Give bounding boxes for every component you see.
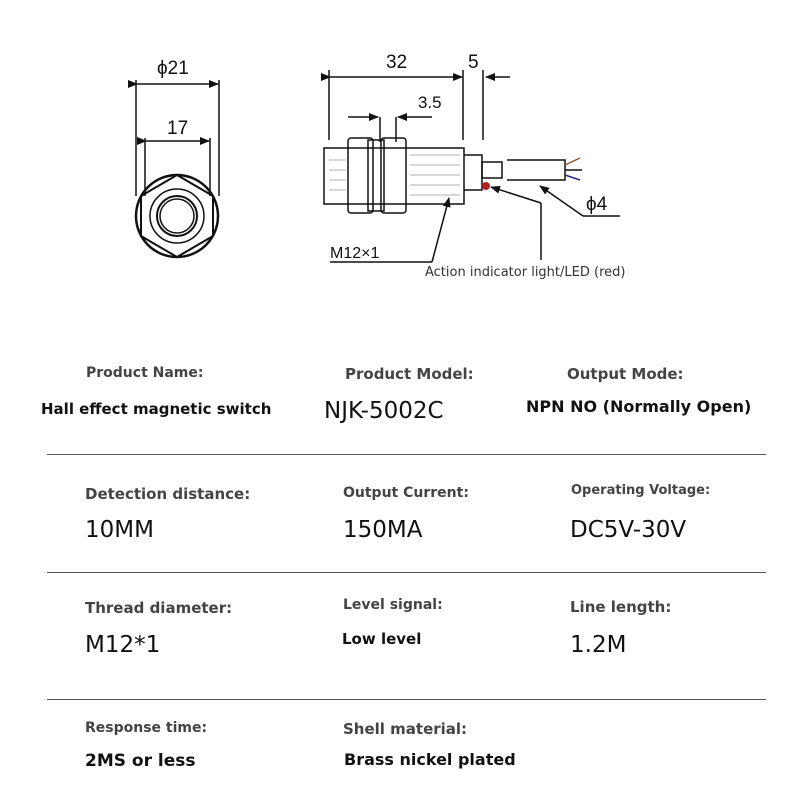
led-label: Action indicator light/LED (red) [425,265,625,280]
output-current-value: 150MA [343,517,423,543]
dim-outer-diameter: ϕ21 [157,58,189,79]
product-name-label: Product Name: [86,365,204,381]
line-length-label: Line length: [570,598,672,616]
output-current-label: Output Current: [343,485,469,501]
product-name-value: Hall effect magnetic switch [41,400,272,418]
detection-distance-value: 10MM [85,517,154,543]
response-time-value: 2MS or less [85,751,196,771]
sensor-dimension-drawing: ϕ21 17 32 5 3.5 ϕ4 M12×1 Action indicato… [128,52,625,280]
dim-nut: 3.5 [418,93,442,112]
shell-material-label: Shell material: [343,720,468,738]
led-indicator [482,182,490,190]
dim-cable: ϕ4 [586,194,608,215]
output-mode-label: Output Mode: [567,365,684,383]
shell-material-value: Brass nickel plated [344,750,516,769]
thread-label: M12×1 [330,245,379,262]
line-length-value: 1.2M [570,632,627,658]
dim-hex: 17 [167,118,188,139]
thread-diameter-label: Thread diameter: [85,599,233,617]
dim-tail: 5 [468,52,479,73]
divider [47,699,766,700]
level-signal-value: Low level [342,630,422,648]
response-time-label: Response time: [85,720,208,736]
operating-voltage-label: Operating Voltage: [571,483,711,498]
product-model-value: NJK-5002C [324,398,444,424]
product-model-label: Product Model: [345,365,474,383]
divider [47,454,766,455]
thread-diameter-value: M12*1 [85,632,161,658]
operating-voltage-value: DC5V-30V [570,517,687,543]
front-view [128,80,220,259]
output-mode-value: NPN NO (Normally Open) [526,397,752,416]
dim-body-length: 32 [386,52,407,73]
divider [47,572,766,573]
side-view [321,70,620,263]
detection-distance-label: Detection distance: [85,485,251,503]
level-signal-label: Level signal: [343,597,443,613]
